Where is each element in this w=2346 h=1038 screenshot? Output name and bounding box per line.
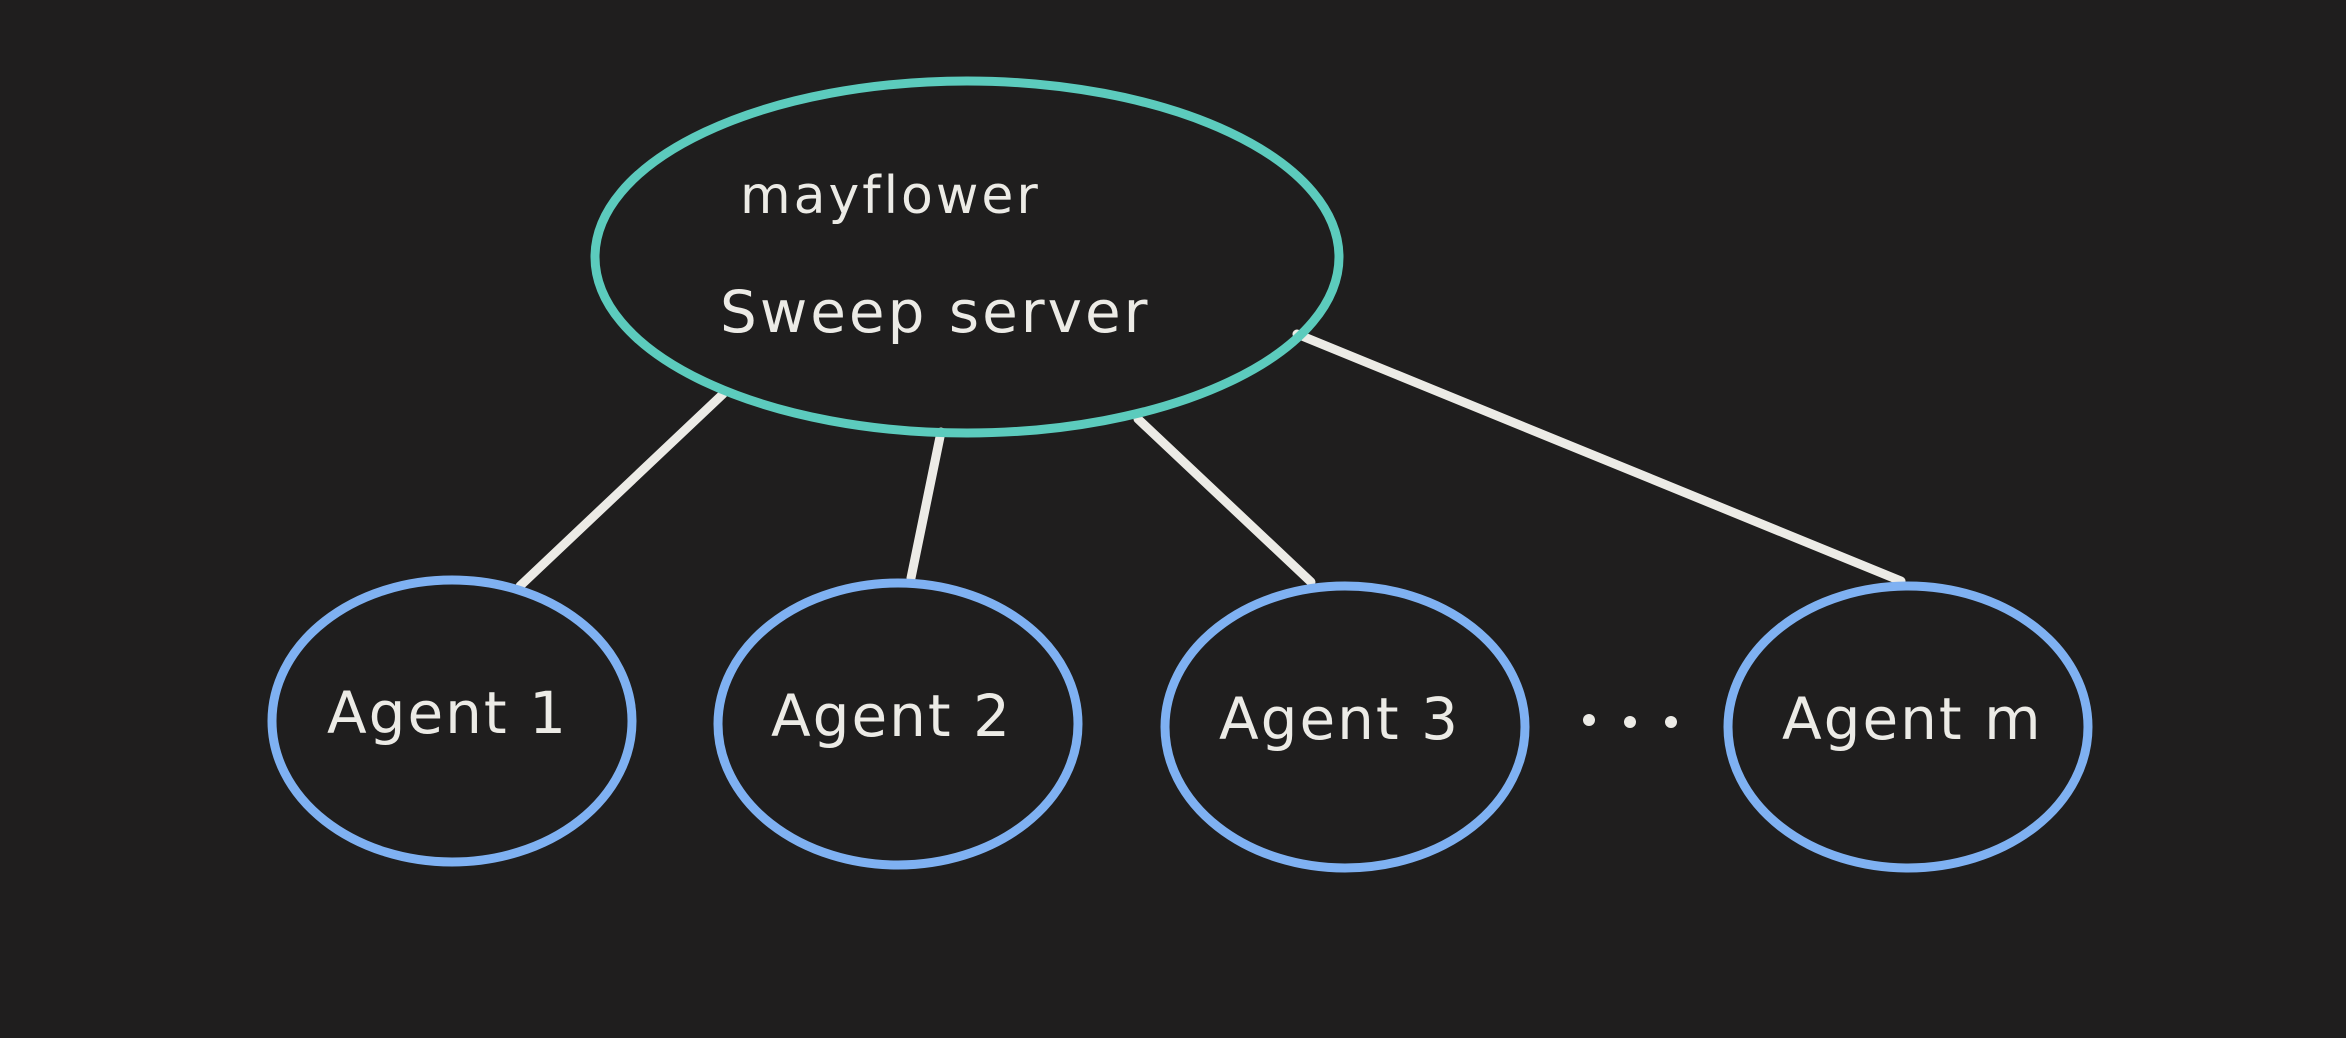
server-role-label: Sweep server bbox=[720, 278, 1150, 346]
ellipsis-dot bbox=[1665, 716, 1677, 728]
ellipsis-dot bbox=[1624, 716, 1636, 728]
edge-server-agent-1 bbox=[515, 389, 728, 591]
agent-node-m: Agent m bbox=[1723, 581, 2093, 873]
agent-node-3: Agent 3 bbox=[1160, 581, 1530, 873]
agent-label: Agent 1 bbox=[327, 679, 568, 747]
server-node: mayflower Sweep server bbox=[590, 76, 1344, 438]
server-ellipse bbox=[590, 76, 1344, 438]
ellipsis-dot bbox=[1583, 714, 1595, 726]
agent-label: Agent m bbox=[1782, 685, 2043, 753]
agent-label: Agent 3 bbox=[1219, 685, 1460, 753]
agent-ellipse bbox=[1160, 581, 1530, 873]
agent-node-2: Agent 2 bbox=[713, 578, 1083, 870]
agent-ellipse bbox=[267, 575, 637, 867]
agent-ellipse bbox=[713, 578, 1083, 870]
agent-ellipse bbox=[1723, 581, 2093, 873]
agent-node-1: Agent 1 bbox=[267, 575, 637, 867]
edge-server-agent-3 bbox=[1133, 414, 1316, 587]
edge-server-agent-m bbox=[1292, 329, 1906, 586]
agent-label: Agent 2 bbox=[771, 682, 1012, 750]
edge-server-agent-2 bbox=[906, 427, 946, 583]
server-name-label: mayflower bbox=[740, 166, 1041, 226]
edges bbox=[515, 329, 1906, 591]
ellipsis-dots bbox=[1583, 714, 1677, 728]
